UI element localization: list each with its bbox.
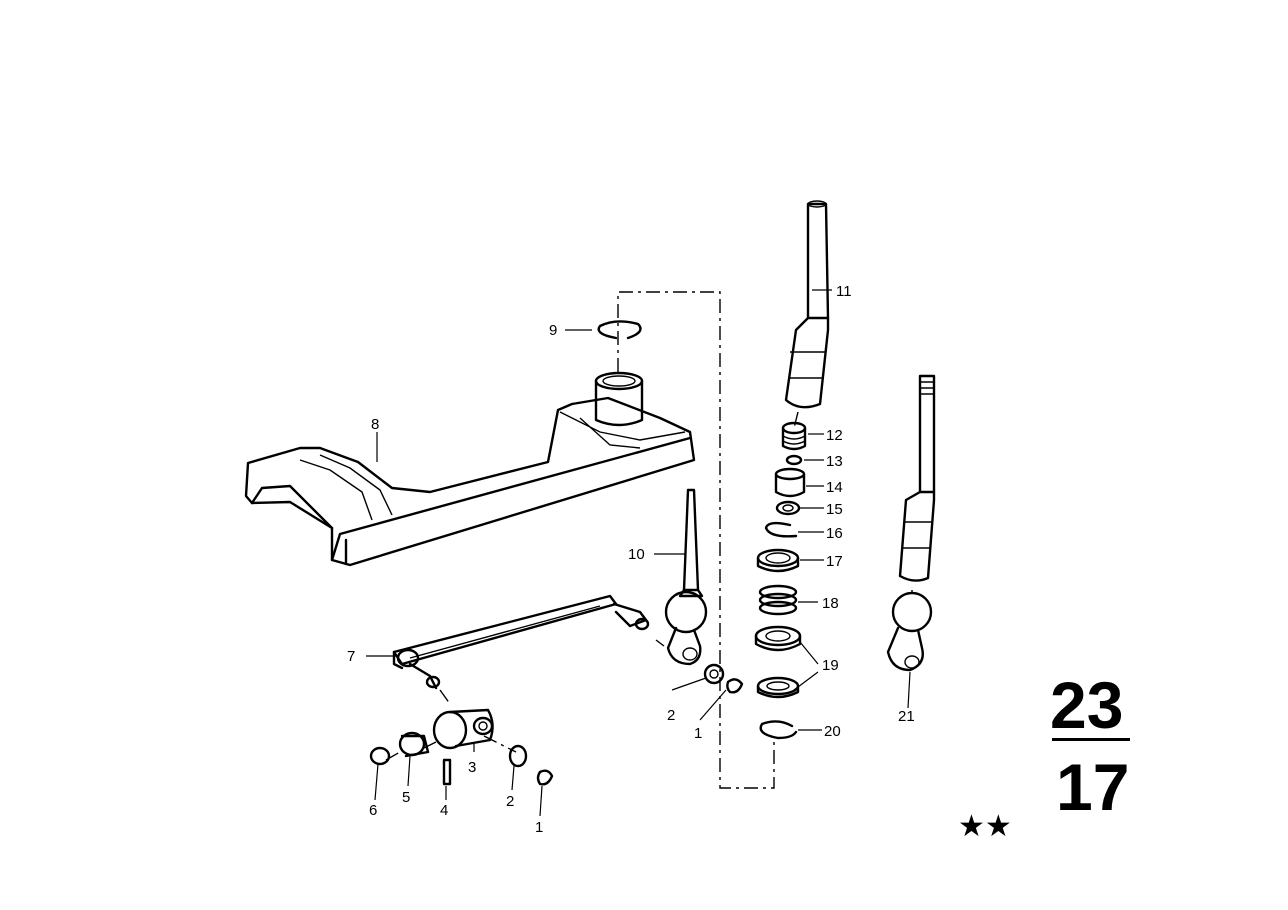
washer-15 (775, 500, 801, 516)
callout-13: 13 (826, 453, 843, 470)
callout-21: 21 (898, 708, 915, 725)
callout-labels: 9 8 10 7 3 5 6 4 2 1 2 1 11 12 13 14 15 … (347, 283, 915, 836)
group-number-block: 23 17 ★★ (958, 668, 1130, 843)
pin-13 (785, 454, 803, 466)
cap-6 (369, 746, 391, 766)
callout-2-upper: 2 (667, 707, 675, 724)
ring-17 (756, 548, 800, 573)
shift-lever-10 (664, 488, 708, 666)
callout-1-lower: 1 (535, 819, 543, 836)
callout-2-lower: 2 (506, 793, 514, 810)
callout-14: 14 (826, 479, 843, 496)
callout-9: 9 (549, 322, 557, 339)
callout-3: 3 (468, 759, 476, 776)
ring-20 (759, 720, 798, 740)
clip-1-upper (726, 678, 744, 694)
ring-16 (764, 521, 798, 538)
clip-1-lower (536, 769, 554, 786)
callout-8: 8 (371, 416, 379, 433)
joint-3 (432, 708, 494, 750)
callout-10: 10 (628, 546, 645, 563)
assembly-lines (385, 291, 913, 789)
callout-16: 16 (826, 525, 843, 542)
shift-bracket (244, 371, 696, 567)
sleeve-14 (774, 467, 806, 498)
bushing-19-lower (756, 676, 800, 699)
circlip-9 (597, 320, 642, 340)
pin-4 (442, 758, 452, 786)
callout-1-upper: 1 (694, 725, 702, 742)
gear-lever-11 (784, 200, 830, 409)
selector-rod-7 (392, 594, 650, 690)
rating-stars: ★★ (958, 810, 1012, 843)
callout-7: 7 (347, 648, 355, 665)
group-number: 23 (1050, 668, 1123, 742)
callout-18: 18 (822, 595, 839, 612)
callout-4: 4 (440, 802, 448, 819)
bushing-19-upper (754, 625, 802, 652)
callout-19: 19 (822, 657, 839, 674)
callout-6: 6 (369, 802, 377, 819)
washer-2-lower (508, 744, 528, 768)
callout-17: 17 (826, 553, 843, 570)
gear-lever-21 (886, 374, 936, 672)
callout-20: 20 (824, 723, 841, 740)
sub-number: 17 (1056, 750, 1129, 824)
fraction-bar (1052, 738, 1130, 741)
callout-11: 11 (836, 283, 852, 300)
washer-2-upper (703, 663, 725, 685)
spring-18 (758, 584, 798, 616)
callout-15: 15 (826, 501, 843, 518)
callout-leaders (366, 289, 911, 817)
bushing-5 (398, 731, 430, 758)
spring-12 (781, 421, 807, 451)
callout-12: 12 (826, 427, 843, 444)
callout-5: 5 (402, 789, 410, 806)
